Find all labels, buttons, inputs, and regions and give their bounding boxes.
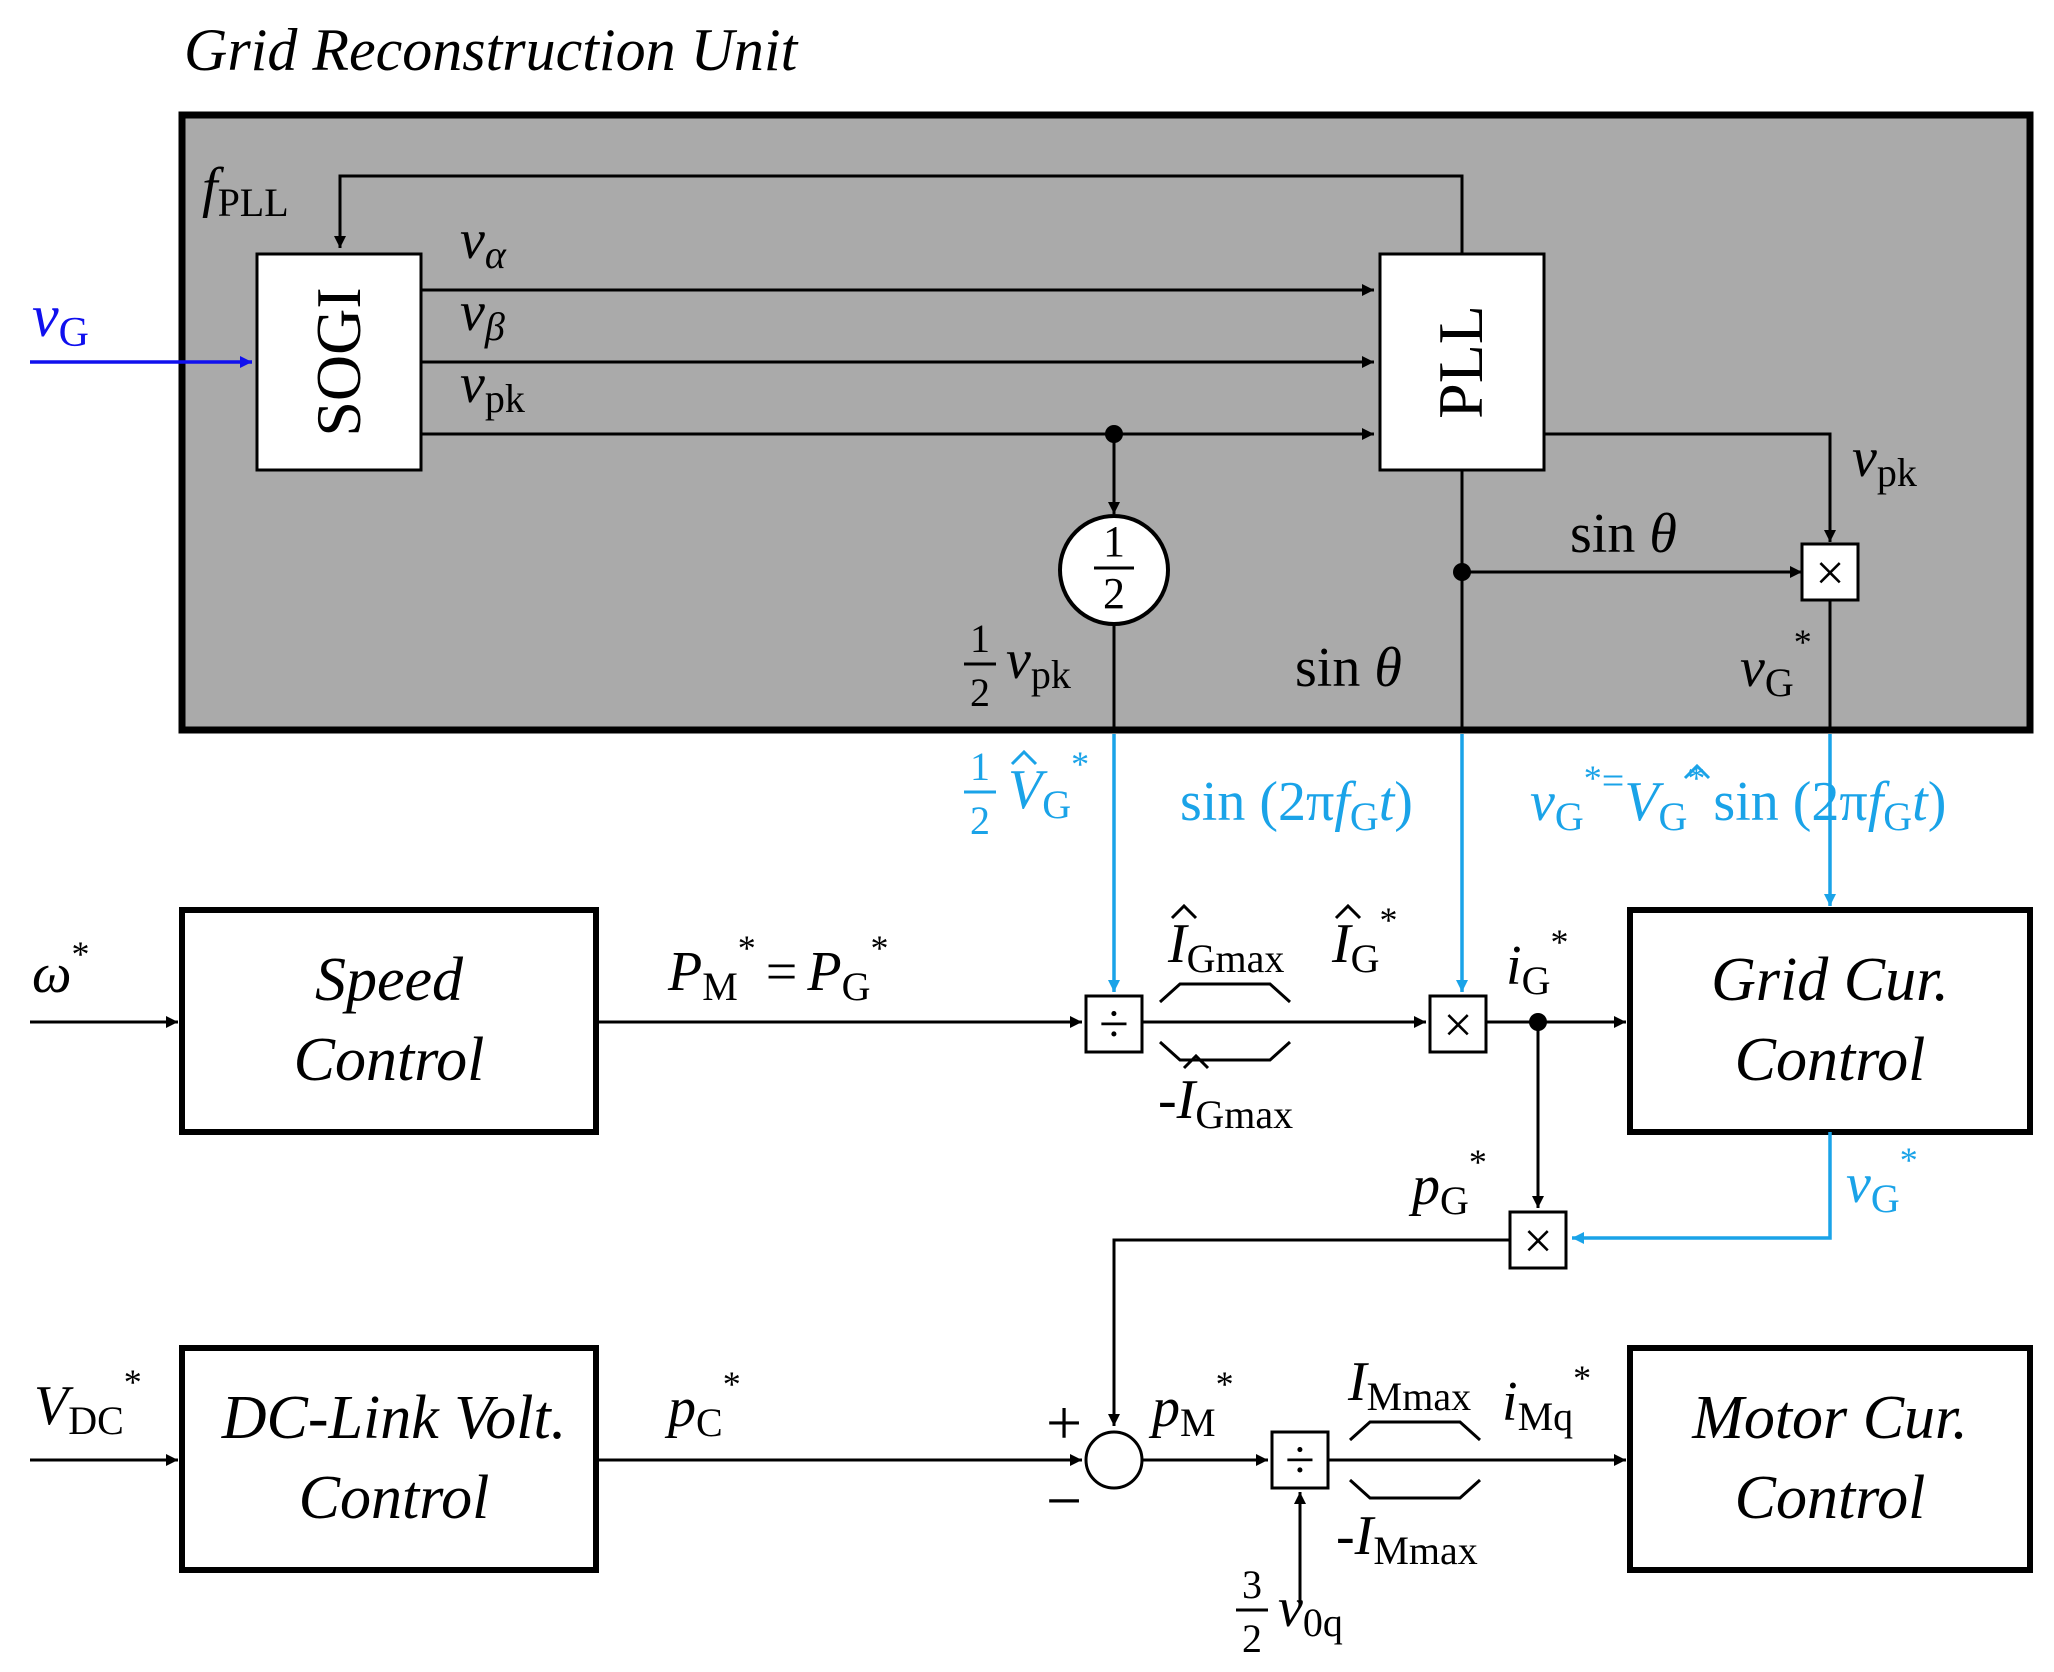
p-c-star-label: pC*	[664, 1364, 741, 1445]
grid-multiplier-symbol: ×	[1443, 997, 1472, 1054]
v-g-star-out-label: vG*	[1846, 1140, 1918, 1221]
svg-text:IG*: IG*	[1331, 900, 1398, 981]
grid-divider-symbol: ÷	[1099, 994, 1129, 1054]
sin-theta-bottom-label: sin θ	[1295, 637, 1402, 699]
grid-divider-block	[1084, 994, 1144, 1054]
vg-star-inner-label: vG*	[1740, 622, 1812, 705]
svg-text:vG*=VG*sin (2πfGt): vG*=VG*sin (2πfGt)	[1530, 758, 1946, 839]
svg-text:2: 2	[970, 798, 990, 843]
vg-star-equation-label: vG*=VG*sin (2πfGt)	[1530, 758, 1946, 839]
speed-control-block	[179, 907, 599, 1135]
p-g-star-label: pG*	[1408, 1142, 1487, 1223]
speed-control-line1: Speed	[315, 946, 464, 1014]
svg-text:IGmax: IGmax	[1167, 913, 1284, 981]
v-beta-label: vβ	[460, 281, 505, 349]
motor-cur-control-line2: Control	[1735, 1464, 1926, 1532]
grid-multiplier-block	[1428, 994, 1488, 1054]
svg-text:vpk: vpk	[1006, 629, 1071, 697]
three-half-v0q-label: 3 2 v0q	[1236, 1562, 1343, 1661]
motor-cur-control-block	[1627, 1345, 2033, 1573]
power-multiplier-symbol: ×	[1523, 1213, 1552, 1270]
inner-multiplier-block	[1800, 542, 1860, 602]
p-g-star-feedback-wire	[1108, 1238, 1510, 1426]
v-pk-label: vpk	[460, 353, 525, 421]
sum-plus-sign: +	[1046, 1387, 1082, 1458]
omega-star-label: ω*	[32, 934, 90, 1005]
dc-link-control-line1: DC-Link Volt.	[221, 1384, 566, 1452]
neg-i-mmax-label: -IMmax	[1336, 1505, 1478, 1573]
half-gain-num: 1	[1103, 517, 1125, 566]
pll-label: PLL	[1425, 305, 1496, 419]
p-m-star-label: pM*	[1148, 1364, 1234, 1445]
pll-vpk-wire	[1544, 432, 1836, 542]
diagram-title: Grid Reconstruction Unit	[184, 17, 799, 83]
svg-text:1: 1	[970, 744, 990, 789]
neg-i-gmax-label: -IGmax	[1158, 1053, 1293, 1137]
speed-control-line2: Control	[294, 1026, 485, 1094]
sogi-label: SOGI	[303, 287, 374, 436]
grid-cur-control-line1: Grid Cur.	[1711, 946, 1949, 1014]
sum-minus-sign: −	[1046, 1465, 1082, 1536]
fpll-feedback-wire	[334, 174, 1464, 254]
sogi-block	[255, 252, 423, 472]
pm-eq-pg-label: PM*=PG*	[667, 928, 889, 1009]
sin-theta-right-label: sin θ	[1570, 503, 1677, 565]
v-alpha-label: vα	[460, 209, 507, 277]
i-g-star-label: iG*	[1506, 922, 1568, 1003]
svg-text:2: 2	[970, 670, 990, 715]
grid-cur-control-block	[1627, 907, 2033, 1135]
grid-cur-control-line2: Control	[1735, 1026, 1926, 1094]
motor-limiter-upper	[1348, 1420, 1482, 1442]
grid-reconstruction-panel	[178, 111, 2034, 734]
dc-link-control-block	[179, 1345, 599, 1573]
svg-text:-IGmax: -IGmax	[1158, 1069, 1293, 1137]
half-vhat-g-star-label: 1 2 VG*	[964, 744, 1089, 843]
motor-divider-symbol: ÷	[1285, 1430, 1315, 1490]
half-v-pk-label: 1 2 vpk	[964, 616, 1071, 715]
svg-text:1: 1	[970, 616, 990, 661]
i-mq-star-label: iMq*	[1502, 1358, 1591, 1439]
svg-text:3: 3	[1242, 1562, 1262, 1607]
svg-text:2: 2	[1242, 1616, 1262, 1661]
v-pk-right-label: vpk	[1852, 427, 1917, 495]
inner-multiplier-symbol: ×	[1815, 545, 1844, 602]
ihat-g-star-label: IG*	[1331, 900, 1398, 981]
svg-text:v0q: v0q	[1278, 1577, 1343, 1645]
v-dc-star-label: VDC*	[34, 1362, 142, 1443]
dc-link-control-line2: Control	[299, 1464, 490, 1532]
motor-cur-control-line1: Motor Cur.	[1691, 1384, 1968, 1452]
vg-input-label: vG	[32, 283, 89, 356]
grid-limiter-upper	[1158, 982, 1292, 1004]
i-mmax-label: IMmax	[1347, 1351, 1471, 1419]
power-multiplier-block	[1508, 1210, 1568, 1270]
half-gain-den: 2	[1103, 569, 1125, 618]
sin-2pi-fg-t-label: sin (2πfGt)	[1180, 771, 1413, 839]
svg-text:VG*: VG*	[1008, 744, 1089, 827]
grid-limiter-lower	[1158, 1040, 1292, 1062]
motor-limiter-lower	[1348, 1478, 1482, 1500]
v-g-star-out-wire	[1572, 1132, 1832, 1244]
i-gmax-label: IGmax	[1167, 903, 1284, 981]
summing-junction	[1084, 1430, 1144, 1490]
